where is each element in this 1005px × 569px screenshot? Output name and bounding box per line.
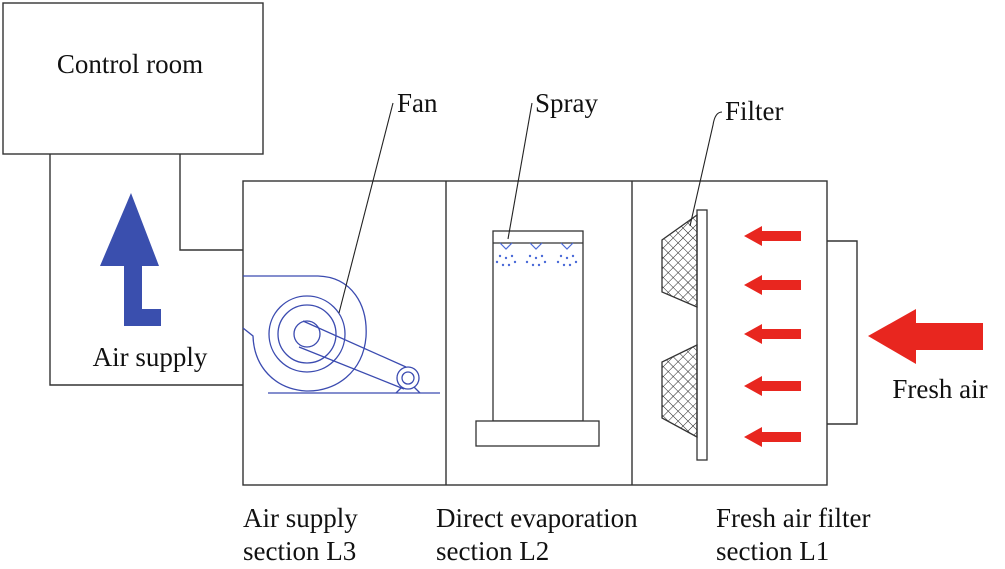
filter-label: Filter (725, 96, 784, 126)
supply-duct (49, 154, 243, 386)
section-l3-caption-line2: section L3 (243, 536, 356, 566)
filter-leader-line (689, 111, 723, 227)
spray-label: Spray (535, 88, 598, 118)
filter-media-upper (661, 213, 698, 308)
fresh-air-inlet (827, 240, 858, 425)
control-room-box (2, 2, 264, 155)
air-supply-label: Air supply (93, 342, 208, 372)
section-l2-caption-line2: section L2 (436, 536, 549, 566)
evaporation-pad (492, 230, 584, 422)
section-l3-caption-line1: Air supply (243, 503, 358, 533)
section-l1-caption-line1: Fresh air filter (716, 503, 870, 533)
fan-label: Fan (397, 88, 438, 118)
fresh-air-label: Fresh air (892, 374, 987, 404)
ahu-housing (242, 180, 828, 486)
spray-nozzles (495, 242, 578, 267)
water-tray (475, 420, 600, 447)
filter-media-lower (661, 343, 698, 439)
spray-leader-line (507, 102, 533, 240)
fan-unit (242, 275, 440, 394)
air-supply-arrow (100, 193, 161, 326)
section-l2-caption-line1: Direct evaporation (436, 503, 638, 533)
section-l1-caption-line2: section L1 (716, 536, 829, 566)
filter-frame (696, 209, 708, 461)
control-room-label: Control room (57, 49, 203, 79)
fresh-air-flow-arrows (744, 226, 801, 447)
fan-leader-line (338, 102, 394, 314)
fresh-air-arrow (868, 309, 983, 364)
return-duct (179, 154, 243, 251)
